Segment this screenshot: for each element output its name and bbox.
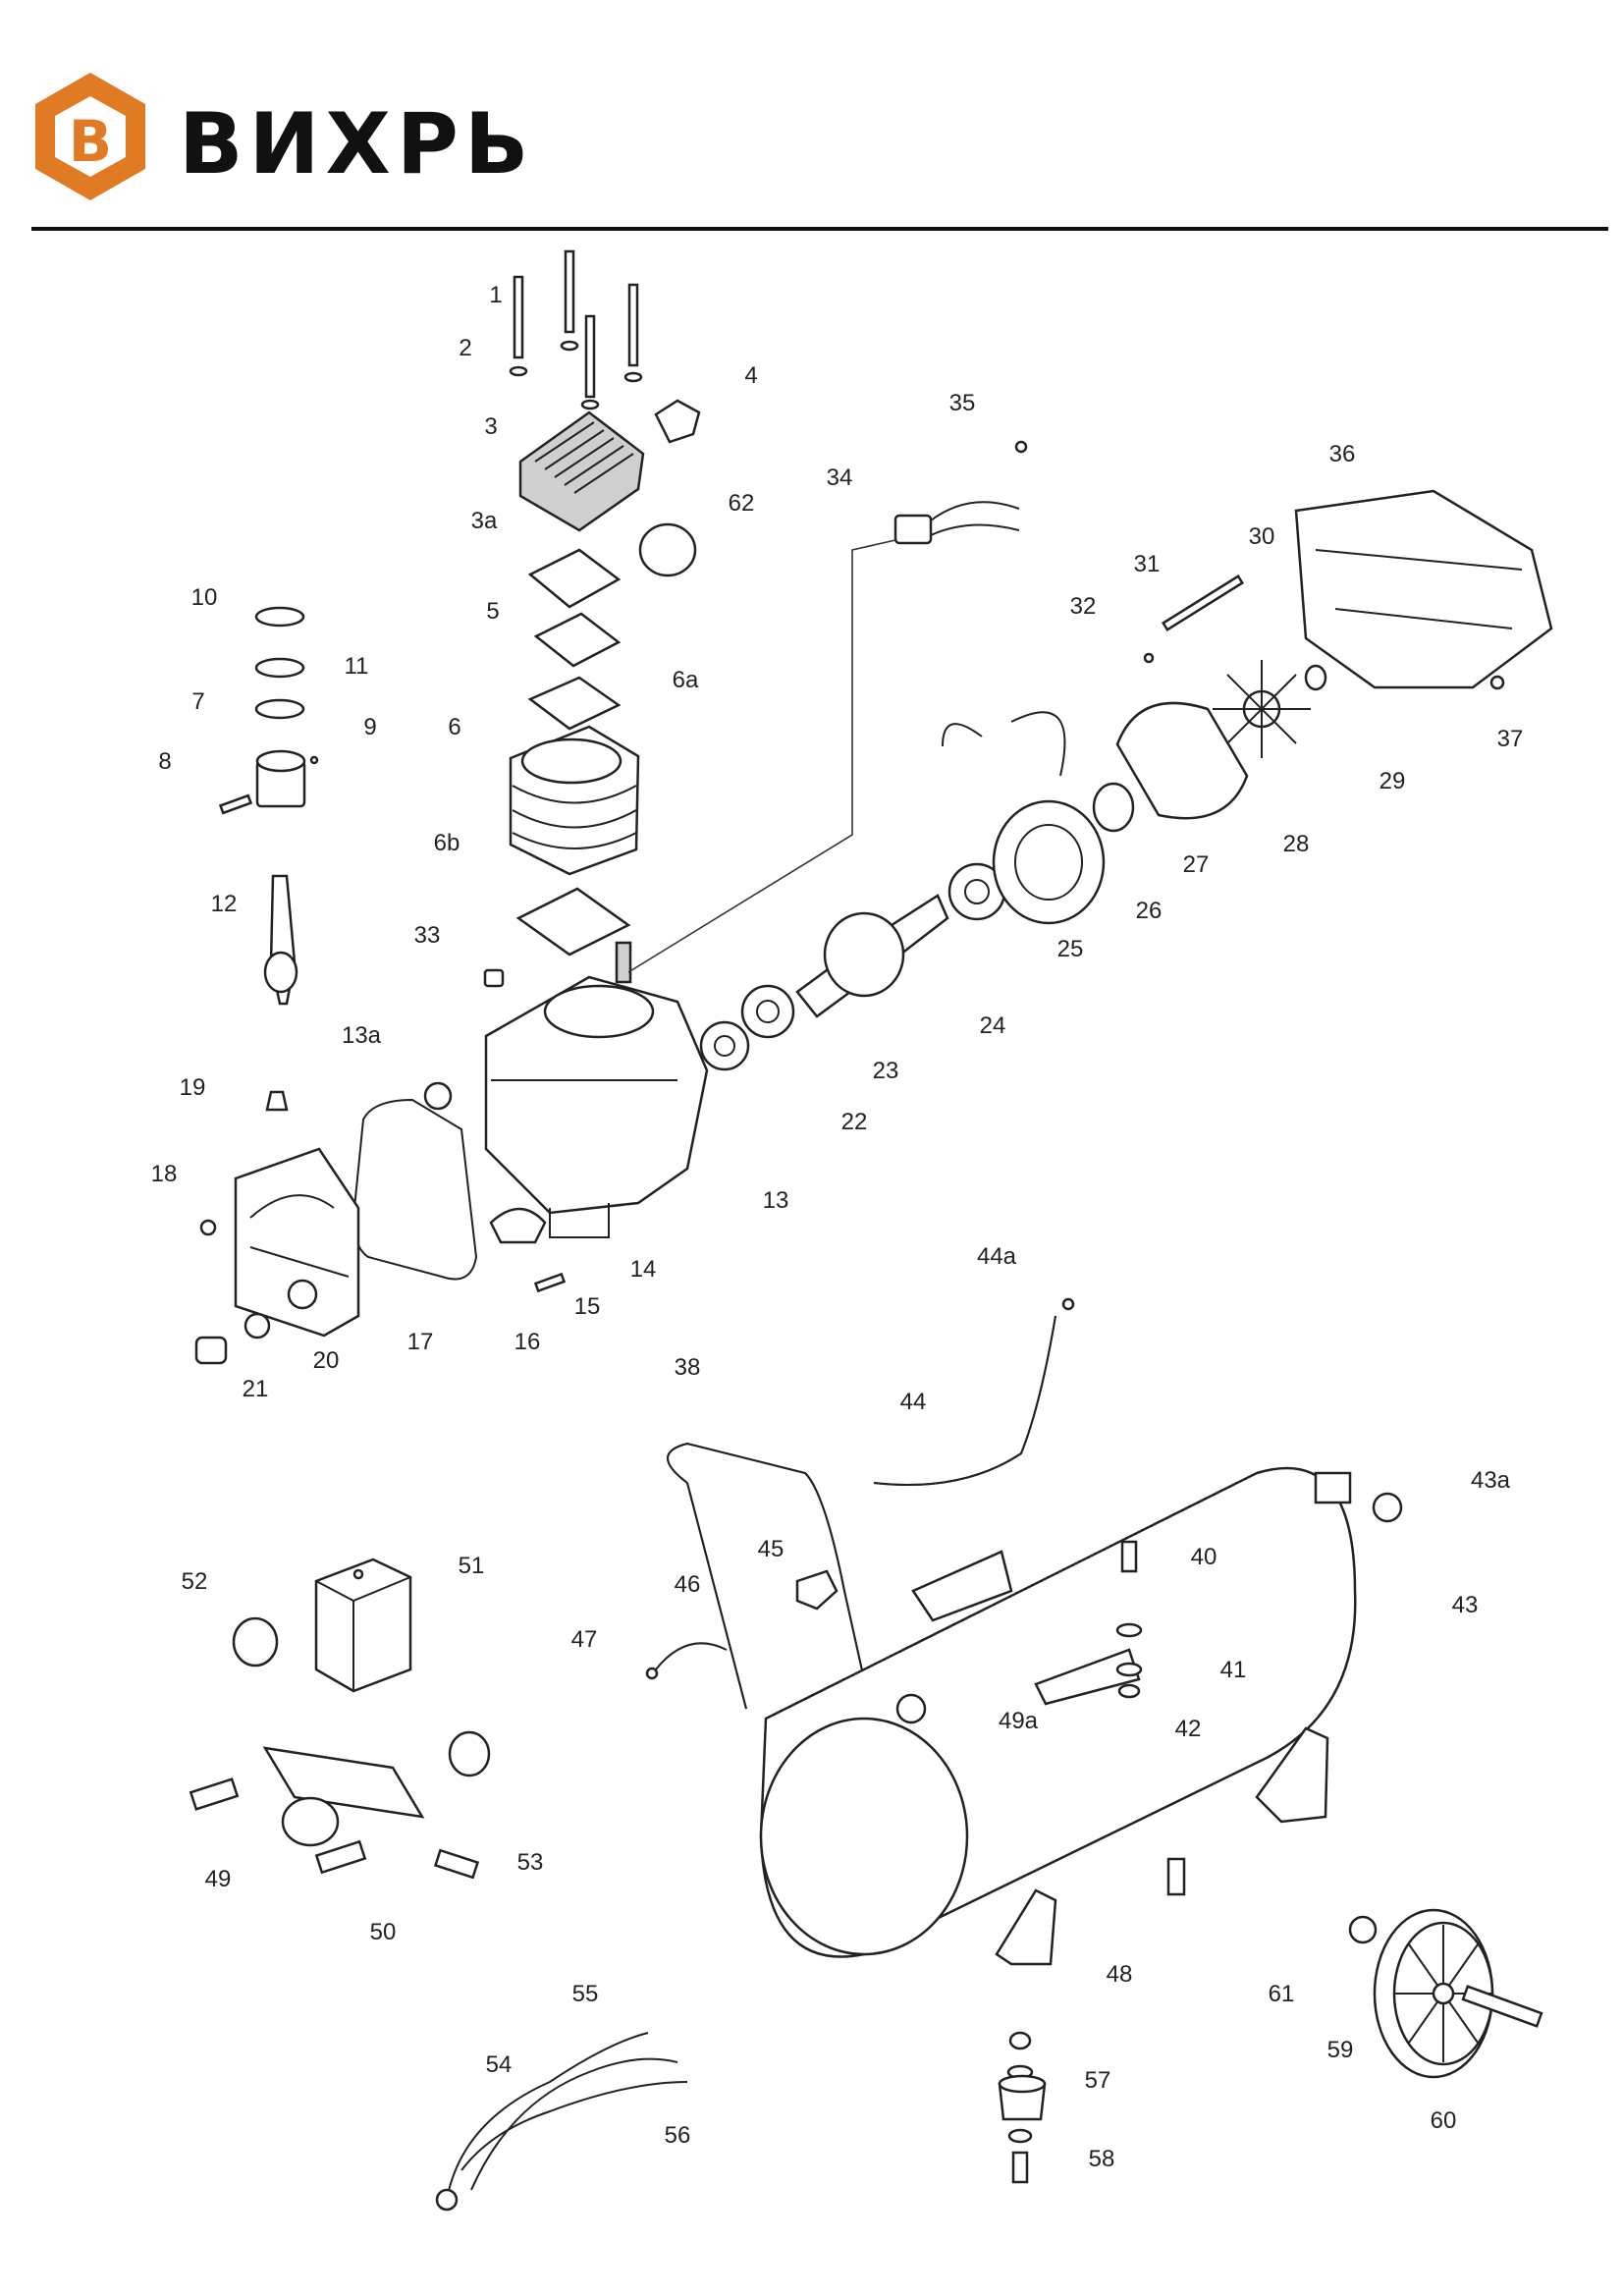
callout-48: 48 — [1107, 1961, 1133, 1988]
callout-16: 16 — [514, 1329, 541, 1355]
callout-8: 8 — [158, 748, 171, 775]
cylinder-head — [518, 399, 701, 577]
callout-30: 30 — [1249, 523, 1275, 550]
wheel — [1373, 1908, 1494, 2079]
callout-36: 36 — [1329, 441, 1356, 467]
callout-2: 2 — [459, 335, 471, 361]
callout-35: 35 — [949, 390, 976, 416]
callout-5: 5 — [486, 598, 499, 625]
callout-57: 57 — [1085, 2067, 1111, 2094]
air-manifold — [189, 1616, 491, 1880]
callout-20: 20 — [313, 1347, 340, 1374]
callout-11: 11 — [345, 653, 369, 680]
callout-3a: 3a — [471, 508, 498, 534]
crankcase — [423, 941, 709, 1238]
callout-53: 53 — [517, 1849, 544, 1876]
diagram-drawing — [189, 249, 1553, 2212]
callout-17: 17 — [407, 1329, 434, 1355]
callout-49: 49 — [205, 1866, 232, 1892]
callout-49a: 49a — [999, 1708, 1039, 1734]
callout-3: 3 — [484, 413, 497, 440]
callout-19: 19 — [180, 1074, 206, 1101]
callout-34: 34 — [827, 465, 853, 491]
callout-12: 12 — [211, 891, 238, 917]
logo-letter: В — [69, 108, 112, 175]
callout-7: 7 — [191, 688, 204, 715]
callout-58: 58 — [1089, 2146, 1115, 2172]
callout-13: 13 — [763, 1187, 789, 1214]
callout-6b: 6b — [434, 830, 460, 856]
callout-1: 1 — [489, 282, 502, 308]
crankcase-cover — [234, 1090, 360, 1338]
callout-6a: 6a — [673, 667, 699, 693]
callout-62: 62 — [729, 490, 755, 517]
brand-name: ВИХРЬ — [179, 95, 535, 193]
callout-45: 45 — [758, 1536, 784, 1562]
crankshaft — [795, 894, 949, 1018]
head-bolts — [509, 249, 643, 410]
callout-14: 14 — [630, 1256, 657, 1283]
callout-9: 9 — [363, 714, 376, 740]
callout-47: 47 — [571, 1626, 598, 1653]
callout-10: 10 — [191, 584, 218, 611]
callout-52: 52 — [182, 1568, 208, 1595]
callout-13a: 13a — [342, 1022, 382, 1049]
header: В ВИХРЬ — [0, 0, 1623, 236]
callout-26: 26 — [1136, 898, 1163, 924]
callout-55: 55 — [572, 1981, 599, 2007]
brand-logo: В — [35, 73, 145, 200]
pressure-switch — [314, 1558, 412, 1693]
callout-31: 31 — [1134, 551, 1161, 577]
callout-15: 15 — [574, 1293, 601, 1320]
callout-23: 23 — [873, 1058, 899, 1084]
callout-4: 4 — [744, 362, 757, 389]
cylinder — [509, 725, 640, 876]
callout-21: 21 — [243, 1376, 269, 1402]
callout-42: 42 — [1175, 1716, 1202, 1742]
cooling-fan — [1213, 660, 1311, 758]
header-divider — [31, 227, 1608, 231]
callout-27: 27 — [1183, 851, 1210, 878]
callout-43: 43 — [1452, 1592, 1479, 1618]
callout-24: 24 — [980, 1012, 1006, 1039]
callout-50: 50 — [370, 1919, 397, 1945]
air-tank — [759, 1466, 1357, 1966]
callout-33: 33 — [414, 922, 441, 949]
callout-37: 37 — [1497, 726, 1524, 752]
callout-43a: 43a — [1471, 1467, 1511, 1494]
callout-59: 59 — [1327, 2037, 1354, 2063]
callout-51: 51 — [459, 1553, 485, 1579]
callout-18: 18 — [151, 1161, 178, 1187]
callout-46: 46 — [675, 1571, 701, 1598]
callout-32: 32 — [1070, 593, 1097, 620]
motor-stator — [942, 711, 1106, 925]
callout-29: 29 — [1380, 768, 1406, 794]
callout-60: 60 — [1431, 2107, 1457, 2134]
callout-38: 38 — [675, 1354, 701, 1381]
callout-28: 28 — [1283, 831, 1310, 857]
callout-44: 44 — [900, 1389, 927, 1415]
callout-41: 41 — [1220, 1657, 1247, 1683]
callout-40: 40 — [1191, 1544, 1217, 1570]
callout-56: 56 — [665, 2122, 691, 2149]
callout-54: 54 — [486, 2051, 513, 2078]
callout-6: 6 — [448, 714, 460, 740]
callout-22: 22 — [841, 1109, 868, 1135]
callout-25: 25 — [1057, 936, 1084, 962]
callout-labels: 1233a4566a6b7891011121313a14151617181920… — [151, 282, 1524, 2172]
callout-61: 61 — [1269, 1981, 1295, 2007]
callout-44a: 44a — [977, 1243, 1017, 1270]
